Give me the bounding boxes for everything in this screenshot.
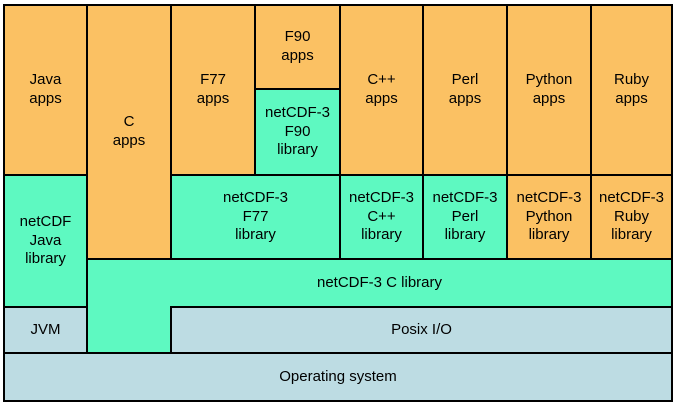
block-netcdf3-c-library: netCDF-3 C library [88,260,671,306]
block-netcdf3-cpp-library: netCDF-3 C++ library [341,176,422,258]
block-netcdf3-perl-library: netCDF-3 Perl library [424,176,506,258]
block-c-apps: C apps [88,6,170,258]
block-perl-apps: Perl apps [424,6,506,174]
block-cpp-apps: C++ apps [341,6,422,174]
block-netcdf3-f77-library: netCDF-3 F77 library [172,176,339,258]
block-netcdf3-f90-library: netCDF-3 F90 library [256,90,339,174]
block-ruby-apps: Ruby apps [592,6,671,174]
block-f90-apps: F90 apps [256,6,339,88]
netcdf-architecture-diagram: Java apps C apps F77 apps F90 apps netCD… [3,4,673,402]
block-f77-apps: F77 apps [172,6,254,174]
block-java-apps: Java apps [5,6,86,174]
block-jvm: JVM [5,308,86,352]
block-python-apps: Python apps [508,6,590,174]
block-netcdf3-ruby-library: netCDF-3 Ruby library [592,176,671,258]
block-netcdf3-python-library: netCDF-3 Python library [508,176,590,258]
block-operating-system: Operating system [5,354,671,400]
block-netcdf-java-library: netCDF Java library [5,176,86,306]
block-posix-io: Posix I/O [172,308,671,352]
